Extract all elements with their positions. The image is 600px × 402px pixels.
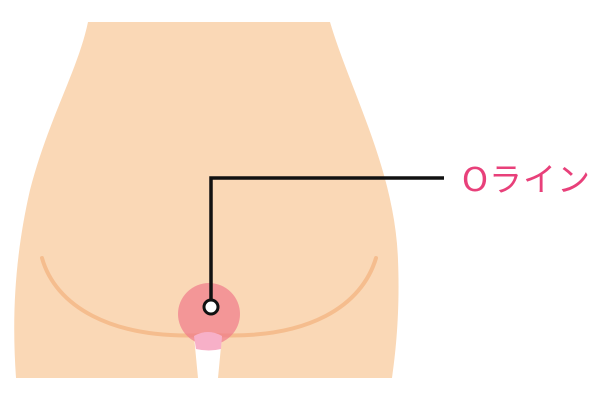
o-line-label: Oライン <box>462 160 591 199</box>
body-silhouette <box>14 22 399 378</box>
gap-highlight <box>194 332 222 351</box>
pointer-dot <box>202 298 220 316</box>
pointer-line <box>209 176 444 300</box>
left-crease <box>40 256 207 338</box>
right-crease <box>211 256 378 338</box>
